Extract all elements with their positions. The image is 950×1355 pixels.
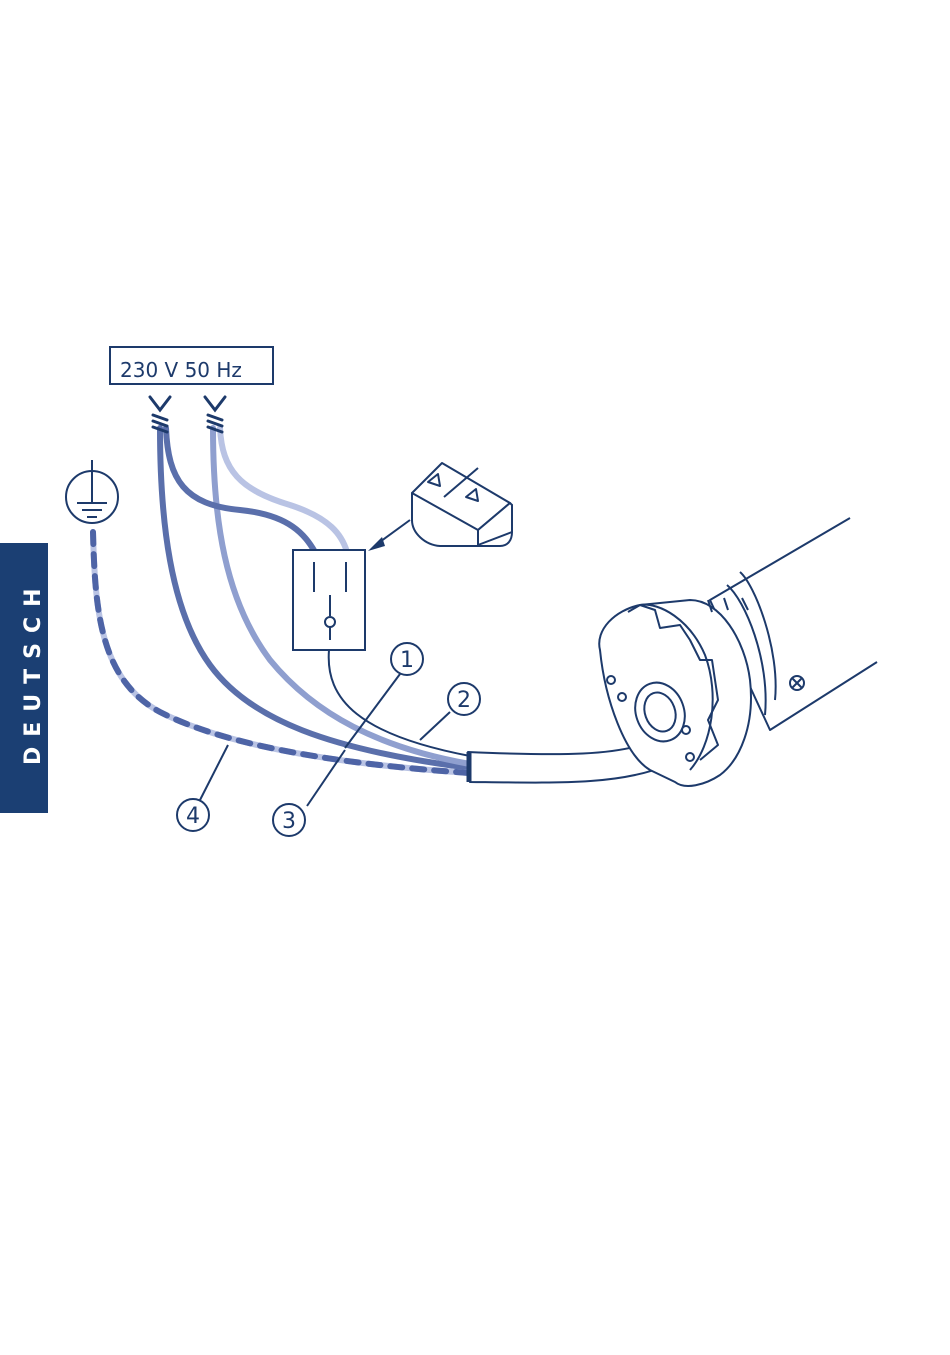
pointer-arrow [368,520,410,551]
earth-ground-icon [66,460,118,523]
motor-icon [599,518,877,786]
switch-box [293,550,365,650]
power-supply-label: 230 V 50 Hz [110,347,273,384]
power-supply-text: 230 V 50 Hz [120,358,242,382]
callout-3: 3 [273,804,305,836]
callout-1-label: 1 [400,648,414,673]
callout-4: 4 [177,799,209,831]
callout-1: 1 [391,643,423,675]
callout-2-label: 2 [457,688,471,713]
wire-dark-to-switch [166,428,315,552]
language-tab[interactable]: DEUTSCH [0,543,48,813]
callout-4-label: 4 [186,804,200,829]
callout-3-label: 3 [282,809,296,834]
wire-light-to-switch [220,428,347,552]
language-tab-label: DEUTSCH [21,578,46,765]
rocker-switch-icon [412,463,512,546]
wires [93,428,470,773]
callout-2: 2 [448,683,480,715]
